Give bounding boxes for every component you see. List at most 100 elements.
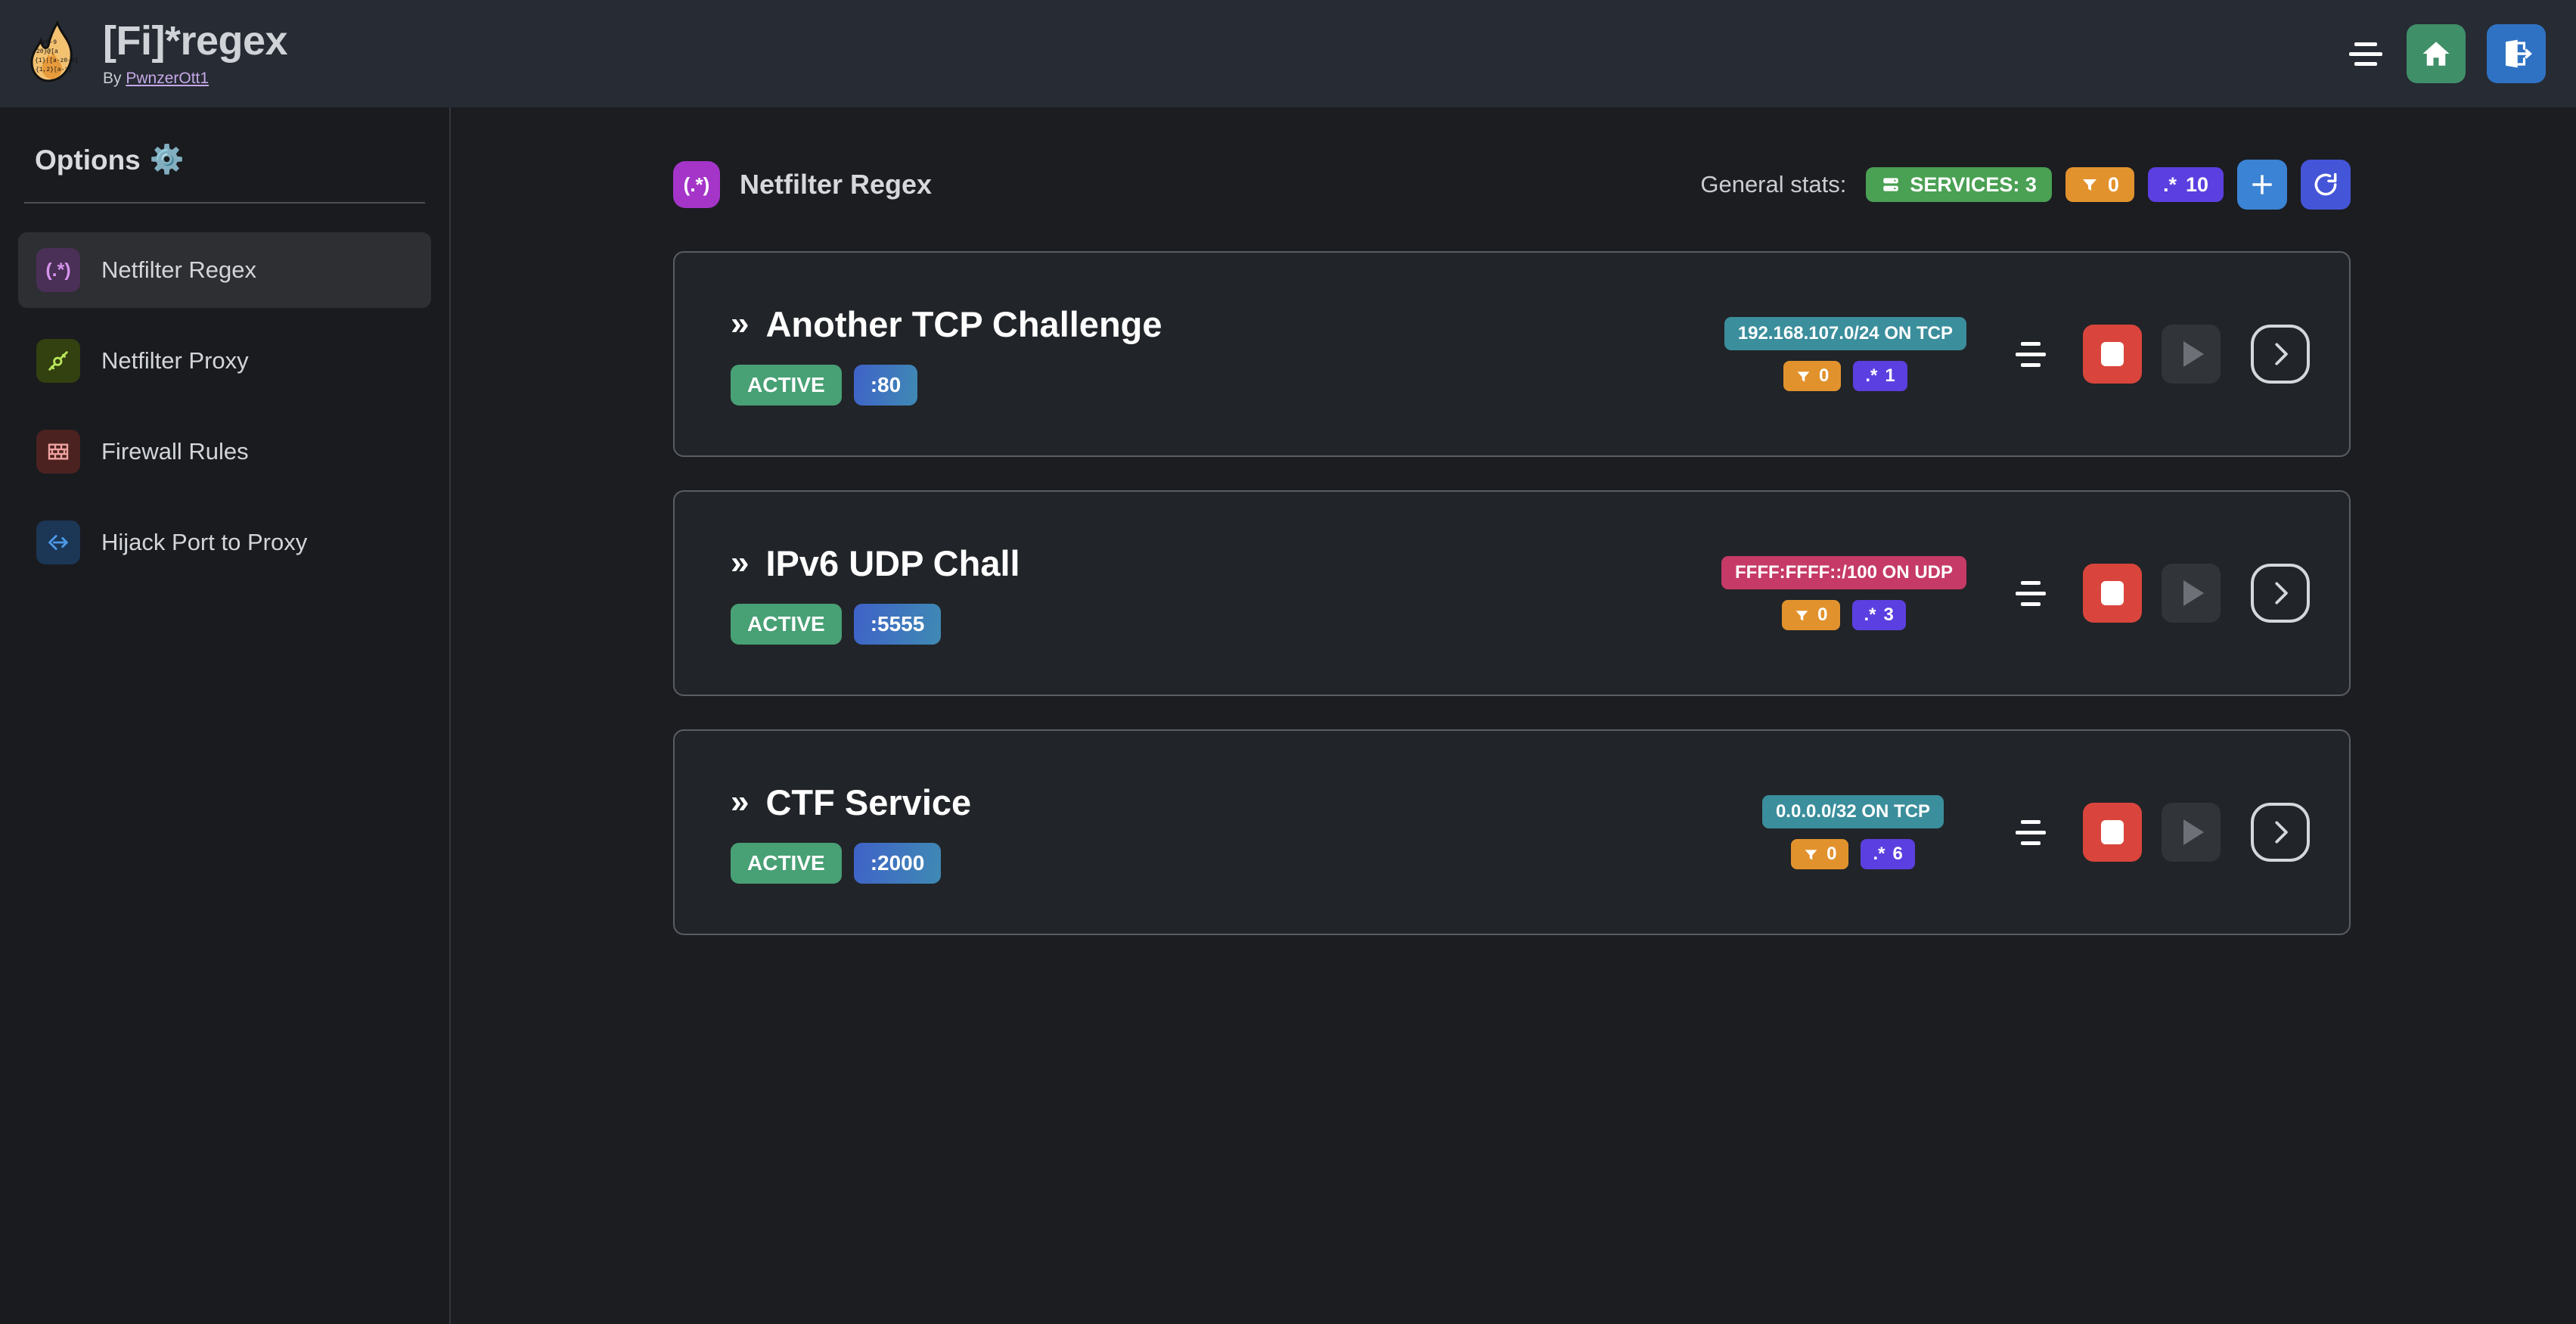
chevron-right-icon: [2275, 821, 2288, 844]
svg-text:-z0-9: -z0-9: [39, 39, 57, 46]
svg-text:{1,2}[a-z]: {1,2}[a-z]: [36, 67, 72, 73]
stop-icon: [2101, 581, 2124, 605]
regex-icon: (.*): [36, 248, 80, 292]
sidebar-item-hijack-port-to-proxy[interactable]: Hijack Port to Proxy: [18, 505, 431, 580]
open-service-button[interactable]: [2251, 564, 2310, 623]
service-card[interactable]: » IPv6 UDP Chall ACTIVE :5555 FFFF:FFFF:…: [673, 490, 2351, 696]
status-badge: ACTIVE: [731, 603, 842, 645]
refresh-button[interactable]: [2301, 160, 2351, 210]
general-stats: General stats: SERVICES: 3 0 .* 10: [1700, 160, 2351, 210]
sidebar-heading-label: Options: [35, 144, 141, 176]
double-chevron-icon: »: [731, 783, 750, 820]
service-actions: 0.0.0.0/32 ON TCP 0 .* 6: [1740, 795, 2349, 869]
open-service-button[interactable]: [2251, 803, 2310, 862]
page-title: [Fi]*regex: [103, 17, 288, 64]
open-service-button[interactable]: [2251, 325, 2310, 384]
gear-icon: ⚙️: [149, 144, 185, 175]
page-header: (.*) Netfilter Regex General stats: SERV…: [673, 147, 2351, 222]
sidebar-list: (.*) Netfilter Regex Netfilter Proxy: [0, 232, 449, 580]
regex-badge: .* 6: [1861, 839, 1915, 869]
double-chevron-icon: »: [731, 544, 750, 581]
logout-button[interactable]: [2487, 24, 2546, 83]
author-line: By PwnzerOtt1: [103, 70, 287, 88]
network-counters: 0 .* 3: [1782, 600, 1906, 630]
regex-glyph-icon: .*: [2162, 172, 2177, 196]
hamburger-menu-icon[interactable]: [2346, 37, 2385, 70]
service-card[interactable]: » Another TCP Challenge ACTIVE :80 192.1…: [673, 251, 2351, 457]
sidebar-item-firewall-rules[interactable]: Firewall Rules: [18, 414, 431, 490]
service-badges: ACTIVE :2000: [731, 842, 971, 884]
filter-icon: [1795, 610, 1808, 620]
services-count-label: SERVICES: 3: [1910, 172, 2037, 196]
regex-count: 1: [1885, 365, 1895, 386]
service-actions: FFFF:FFFF::/100 ON UDP 0 .* 3: [1721, 556, 2349, 630]
general-stats-label: General stats:: [1700, 171, 1847, 197]
drag-handle-icon[interactable]: [1998, 819, 2063, 845]
sidebar-item-netfilter-regex[interactable]: (.*) Netfilter Regex: [18, 232, 431, 308]
drag-handle-icon[interactable]: [1998, 580, 2063, 606]
port-badge: :5555: [853, 603, 942, 645]
sidebar-item-netfilter-proxy[interactable]: Netfilter Proxy: [18, 323, 431, 399]
filters-count: 0: [1819, 365, 1830, 386]
status-badge-filters: 0: [2065, 167, 2134, 202]
network-info: FFFF:FFFF::/100 ON UDP 0 .* 3: [1721, 556, 1966, 630]
network-badge: 192.168.107.0/24 ON TCP: [1724, 317, 1966, 350]
port-badge: :2000: [853, 842, 942, 884]
service-name: IPv6 UDP Chall: [765, 542, 1020, 583]
network-counters: 0 .* 1: [1783, 361, 1907, 391]
service-info: » IPv6 UDP Chall ACTIVE :5555: [675, 542, 1020, 645]
stop-button[interactable]: [2083, 325, 2142, 384]
plug-icon: [36, 339, 80, 383]
service-card[interactable]: » CTF Service ACTIVE :2000 0.0.0.0/32 ON…: [673, 729, 2351, 935]
status-badge-regex: .* 10: [2147, 167, 2224, 202]
filters-count: 0: [1817, 605, 1828, 625]
filters-badge: 0: [1791, 839, 1849, 869]
status-badge: ACTIVE: [731, 364, 842, 406]
server-icon: [1883, 178, 1899, 191]
play-button[interactable]: [2162, 803, 2221, 862]
stop-button[interactable]: [2083, 564, 2142, 623]
filter-icon: [1805, 849, 1817, 859]
regex-icon: (.*): [673, 161, 720, 208]
service-info: » CTF Service ACTIVE :2000: [675, 782, 971, 884]
top-bar: -z0-9 20}@[a {1}|[a-z0-9] {1,2}[a-z] [Fi…: [0, 0, 2576, 107]
sidebar-item-label: Netfilter Proxy: [101, 347, 249, 374]
play-icon: [2183, 819, 2204, 845]
regex-badge: .* 1: [1853, 361, 1907, 391]
by-prefix: By: [103, 69, 126, 87]
brick-wall-icon: [36, 430, 80, 474]
stop-icon: [2101, 342, 2124, 366]
service-actions: 192.168.107.0/24 ON TCP 0 .* 1: [1724, 317, 2349, 391]
svg-text:{1}|[a-z0-9]: {1}|[a-z0-9]: [35, 57, 79, 64]
service-title: » Another TCP Challenge: [731, 303, 1162, 345]
stop-button[interactable]: [2083, 803, 2142, 862]
drag-handle-icon[interactable]: [1998, 341, 2063, 367]
status-badge-services: SERVICES: 3: [1866, 167, 2052, 202]
section-title: Netfilter Regex: [740, 169, 933, 200]
add-service-button[interactable]: [2237, 160, 2287, 210]
network-badge: 0.0.0.0/32 ON TCP: [1761, 795, 1944, 828]
sidebar-item-label: Firewall Rules: [101, 438, 249, 465]
home-button[interactable]: [2407, 24, 2466, 83]
filters-badge: 0: [1782, 600, 1840, 630]
filters-badge: 0: [1783, 361, 1842, 391]
brand-text: [Fi]*regex By PwnzerOtt1: [103, 17, 288, 88]
brand: -z0-9 20}@[a {1}|[a-z0-9] {1,2}[a-z] [Fi…: [26, 17, 288, 88]
author-link[interactable]: PwnzerOtt1: [126, 69, 209, 87]
regex-glyph-icon: .*: [1864, 605, 1876, 625]
play-button[interactable]: [2162, 325, 2221, 384]
network-badge: FFFF:FFFF::/100 ON UDP: [1721, 556, 1966, 589]
service-name: Another TCP Challenge: [765, 303, 1162, 344]
play-icon: [2183, 341, 2204, 367]
sidebar-heading: Options ⚙️: [35, 144, 449, 176]
sidebar-item-label: Netfilter Regex: [101, 256, 257, 283]
port-badge: :80: [853, 364, 918, 406]
service-badges: ACTIVE :5555: [731, 603, 1020, 645]
play-button[interactable]: [2162, 564, 2221, 623]
filters-count: 0: [2107, 172, 2119, 196]
stop-icon: [2101, 820, 2124, 844]
sidebar: Options ⚙️ (.*) Netfilter Regex Netfilte…: [0, 107, 451, 1324]
regex-count: 3: [1883, 605, 1894, 625]
chevron-right-icon: [2275, 582, 2288, 605]
services-list: » Another TCP Challenge ACTIVE :80 192.1…: [673, 251, 2351, 935]
